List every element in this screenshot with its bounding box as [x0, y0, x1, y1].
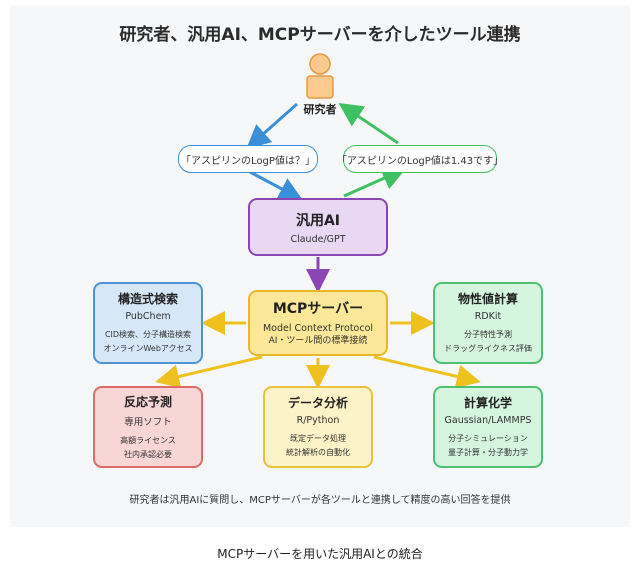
answer-arrow-upper: [338, 102, 399, 145]
tool-detail: 分子特性予測: [464, 330, 512, 339]
tool-box-property-calc: 物性値計算 RDKit 分子特性予測 ドラッグライクネス評価: [433, 282, 543, 364]
mcp-server-line1: Model Context Protocol: [262, 323, 374, 334]
tool-subtitle: RDKit: [474, 311, 502, 322]
tool-subtitle: Gaussian/LAMMPS: [444, 415, 532, 426]
mcp-to-reaction-prediction-arrow: [155, 355, 263, 389]
tool-box-data-analysis: データ分析 R/Python 既定データ処理 統計解析の自動化: [263, 386, 373, 468]
researcher-icon: [306, 53, 334, 99]
tool-subtitle: R/Python: [296, 415, 340, 426]
question-arrow-upper: [246, 102, 298, 149]
answer-bubble: 「アスピリンのLogP値は1.43です」: [337, 145, 503, 173]
answer-arrow-lower: [343, 167, 407, 198]
question-bubble: 「アスピリンのLogP値は？」: [178, 145, 318, 173]
general-ai-title: 汎用AI: [295, 212, 341, 229]
tool-detail: 量子計算・分子動力学: [448, 448, 528, 457]
tool-box-structure-search: 構造式検索 PubChem CID検索、分子構造検索 オンラインWebアクセス: [93, 282, 203, 364]
tool-detail: 既定データ処理: [290, 434, 346, 443]
mcp-server-box: MCPサーバー Model Context Protocol AI・ツール間の標…: [248, 290, 388, 356]
tool-detail: 分子シミュレーション: [448, 434, 528, 443]
tool-title: 構造式検索: [117, 292, 178, 306]
tool-detail: 高額ライセンス: [120, 435, 176, 445]
tool-title: 物性値計算: [457, 292, 518, 306]
tool-detail: 統計解析の自動化: [286, 448, 350, 457]
diagram-footnote: 研究者は汎用AIに質問し、MCPサーバーが各ツールと連携して精度の高い回答を提供: [129, 495, 511, 506]
tool-title: 計算化学: [463, 396, 512, 410]
researcher-label: 研究者: [303, 103, 337, 116]
tool-subtitle: PubChem: [125, 311, 171, 322]
tool-detail: CID検索、分子構造検索: [104, 330, 192, 339]
tool-box-computational-chemistry: 計算化学 Gaussian/LAMMPS 分子シミュレーション 量子計算・分子動…: [433, 386, 543, 468]
tool-subtitle: 専用ソフト: [124, 416, 172, 428]
mcp-to-comp-chem-arrow: [373, 355, 481, 389]
diagram-title: 研究者、汎用AI、MCPサーバーを介したツール連携: [119, 25, 521, 45]
tool-detail: オンラインWebアクセス: [103, 344, 193, 353]
question-arrow-lower: [249, 170, 303, 201]
tool-detail: ドラッグライクネス評価: [444, 344, 532, 353]
mcp-server-title: MCPサーバー: [272, 301, 364, 317]
tool-title: データ分析: [287, 396, 348, 410]
general-ai-subtitle: Claude/GPT: [290, 233, 346, 245]
general-ai-box: 汎用AI Claude/GPT: [248, 198, 388, 256]
mcp-server-line2: AI・ツール間の標準接続: [268, 336, 368, 346]
tool-detail: 社内承認必要: [124, 449, 172, 459]
tool-title: 反応予測: [123, 394, 172, 409]
figure-caption: MCPサーバーを用いた汎用AIとの統合: [217, 547, 423, 561]
tool-box-reaction-prediction: 反応予測 専用ソフト 高額ライセンス 社内承認必要: [93, 386, 203, 468]
